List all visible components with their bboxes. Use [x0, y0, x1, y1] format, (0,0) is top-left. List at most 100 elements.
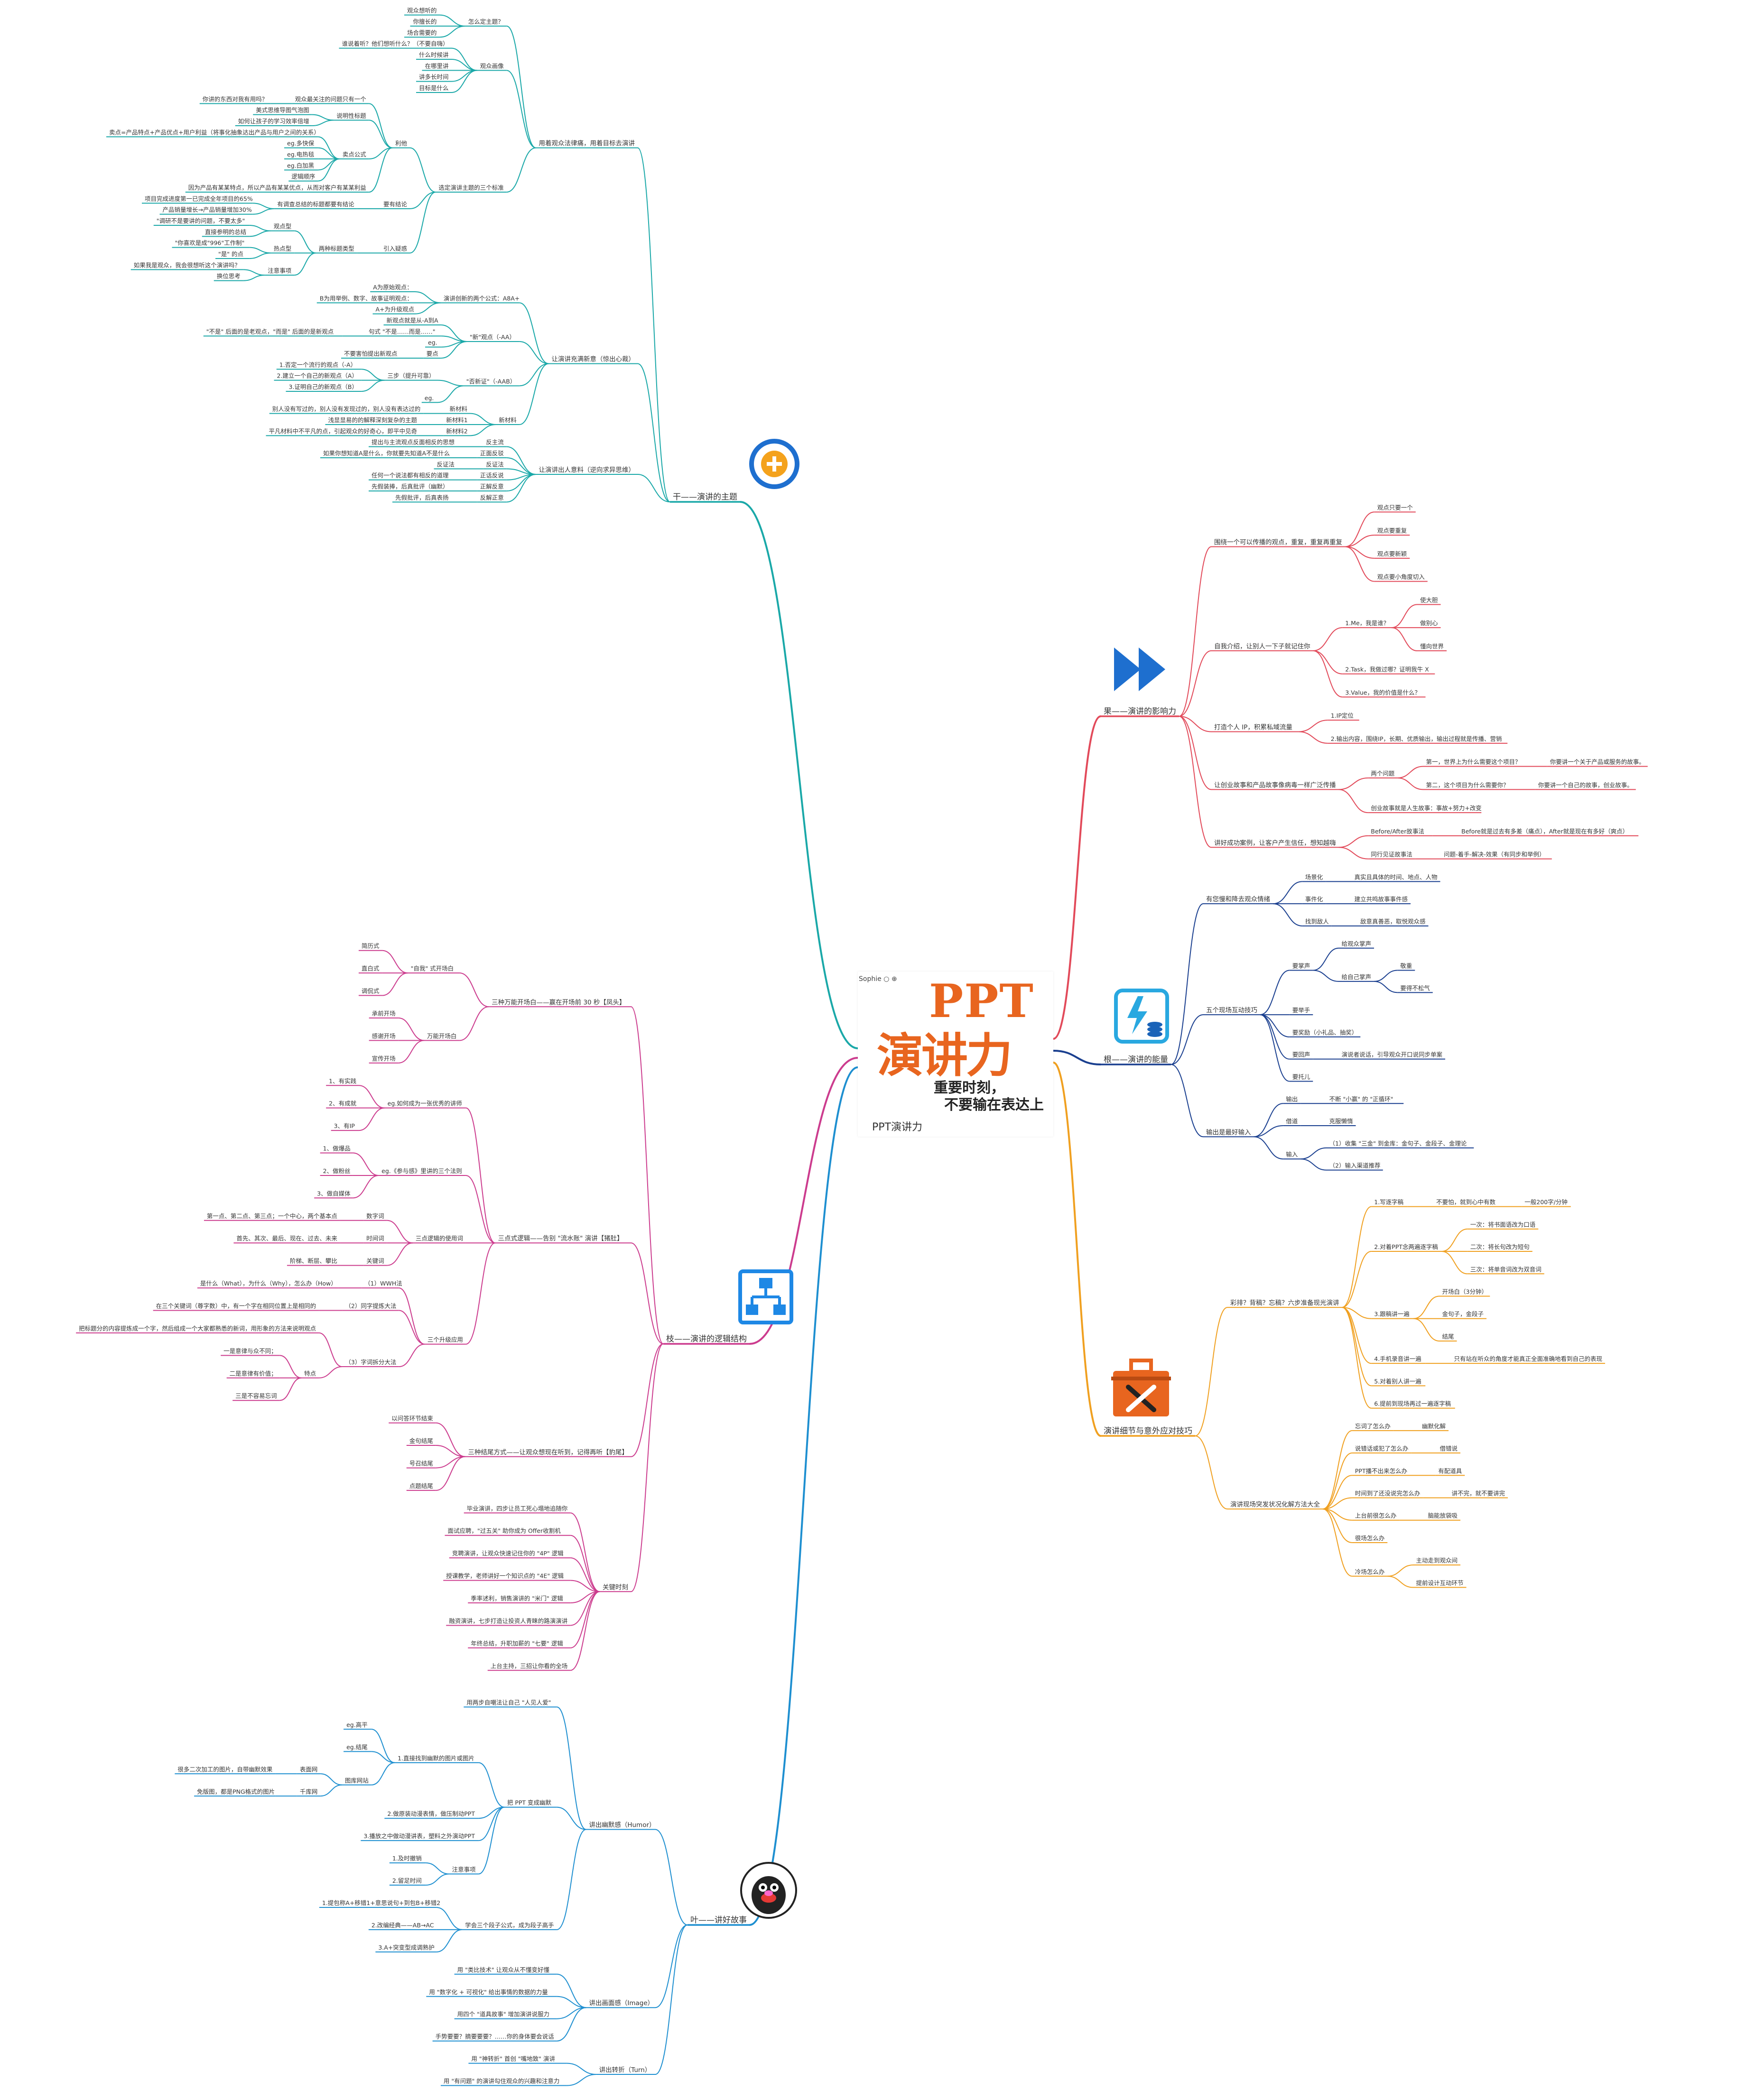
leaf-node[interactable]: 目标是什么 — [419, 84, 449, 92]
subtopic-node[interactable]: 有调查总结的标题都要有结论 — [277, 201, 354, 208]
leaf-node[interactable]: 在哪里讲 — [425, 62, 449, 69]
subtopic-node[interactable]: 自我介绍，让别人一下子就记住你 — [1214, 643, 1310, 650]
leaf-node[interactable]: 新观点就是从-A到A — [387, 317, 439, 324]
subtopic-node[interactable]: 事件化 — [1305, 896, 1323, 903]
subtopic-node[interactable]: 正解反意 — [480, 483, 504, 490]
leaf-node[interactable]: 观点只要一个 — [1377, 504, 1413, 511]
subtopic-node[interactable]: 不要怕，就到心中有数 — [1436, 1199, 1496, 1206]
leaf-node[interactable]: 观众想听的 — [407, 7, 437, 14]
subtopic-node[interactable]: "自我" 式开场白 — [411, 965, 454, 972]
leaf-node[interactable]: "调研不是要讲的问题，不要太多" — [157, 217, 245, 224]
subtopic-node[interactable]: 三种结尾方式——让观众想现在听到，记得再听【豹尾】 — [468, 1448, 629, 1456]
subtopic-node[interactable]: 数字词 — [366, 1212, 384, 1220]
subtopic-node[interactable]: 卖点公式 — [343, 151, 367, 158]
leaf-node[interactable]: 季率述利，销售演讲的 "米门" 逻辑 — [471, 1595, 563, 1602]
leaf-node[interactable]: 阶梯、断层、攀比 — [290, 1258, 337, 1265]
leaf-node[interactable]: 如果我是观众，我会很想听这个演讲吗？ — [134, 261, 241, 268]
leaf-node[interactable]: 只有站在听众的角度才能真正全面准确地看到自己的表现 — [1454, 1355, 1603, 1362]
leaf-node[interactable]: 有配道具 — [1438, 1467, 1462, 1474]
leaf-node[interactable]: 幽默化解 — [1422, 1423, 1446, 1430]
branch-topic[interactable]: 干——演讲的主题 — [673, 492, 737, 502]
subtopic-node[interactable]: 观众最关注的问题只有一个 — [295, 95, 367, 102]
leaf-node[interactable]: 用 "有问题" 的演讲勾住观众的兴趣和注意力 — [444, 2078, 559, 2085]
leaf-node[interactable]: "是" 的点 — [218, 250, 243, 258]
leaf-node[interactable]: eg. — [428, 339, 437, 346]
subtopic-node[interactable]: 新材料 — [450, 406, 468, 413]
leaf-node[interactable]: 因为产品有某某特点，所以产品有某某优点，从而对客户有某某利益 — [188, 184, 366, 191]
subtopic-node[interactable]: 讲出转折（Turn） — [599, 2066, 651, 2074]
leaf-node[interactable]: 1.IP定位 — [1331, 712, 1354, 719]
leaf-node[interactable]: 3、有IP — [334, 1122, 355, 1129]
leaf-node[interactable]: 二是意律有价值； — [230, 1370, 277, 1377]
leaf-node[interactable]: 1.及时撤销 — [392, 1855, 422, 1862]
leaf-node[interactable]: 首先、其次、最后、现在、过去、未来 — [236, 1235, 337, 1242]
leaf-node[interactable]: 反证法 — [437, 461, 455, 468]
subtopic-node[interactable]: 千库网 — [300, 1788, 318, 1795]
leaf-node[interactable]: 什么时候讲 — [419, 51, 449, 58]
subtopic-node[interactable]: 利他 — [395, 140, 408, 147]
leaf-node[interactable]: 场合需要的 — [407, 29, 437, 36]
subtopic-node[interactable]: 讲出画面感（Image） — [589, 1999, 654, 2007]
leaf-node[interactable]: 调侃式 — [362, 988, 380, 995]
leaf-node[interactable]: 先假装捧，后真批评（幽默） — [372, 483, 449, 490]
subtopic-node[interactable]: 让演讲出人意料（逆向求异思维） — [539, 466, 635, 474]
subtopic-node[interactable]: 让创业故事和产品故事像病毒一样广泛传播 — [1214, 781, 1336, 789]
leaf-node[interactable]: 要得不松气 — [1400, 984, 1430, 991]
leaf-node[interactable]: A为原始观点： — [373, 284, 413, 291]
leaf-node[interactable]: 2.留足时间 — [392, 1877, 422, 1884]
leaf-node[interactable]: 给观众掌声 — [1342, 940, 1372, 947]
subtopic-node[interactable]: 怎么定主题？ — [468, 18, 504, 25]
leaf-node[interactable]: 一般200字/分钟 — [1524, 1199, 1568, 1206]
leaf-node[interactable]: 授课教学，老师讲好一个知识点的 "4E" 逻辑 — [446, 1573, 564, 1580]
leaf-node[interactable]: 要托儿 — [1292, 1073, 1310, 1080]
subtopic-node[interactable]: 说明性标题 — [336, 112, 366, 119]
branch-topic[interactable]: 演讲细节与意外应对技巧 — [1104, 1426, 1192, 1436]
leaf-node[interactable]: 你要讲一个自己的故事，创业故事。 — [1538, 781, 1633, 788]
leaf-node[interactable]: 直白式 — [362, 965, 380, 972]
subtopic-node[interactable]: 关键时刻 — [603, 1583, 628, 1591]
subtopic-node[interactable]: 表面网 — [300, 1766, 318, 1773]
subtopic-node[interactable]: 观点型 — [274, 223, 292, 230]
leaf-node[interactable]: 宣传开场 — [372, 1055, 396, 1062]
leaf-node[interactable]: 融资演讲，七步打造让投资人青睐的路演演讲 — [449, 1617, 567, 1624]
subtopic-node[interactable]: 学会三个段子公式，成为段子高手 — [465, 1922, 554, 1929]
subtopic-node[interactable]: 4.手机录音讲一遍 — [1374, 1355, 1421, 1362]
subtopic-node[interactable]: 借道 — [1286, 1118, 1298, 1125]
subtopic-node[interactable]: 让演讲充满新意（惊出心裁） — [552, 355, 635, 363]
leaf-node[interactable]: 提出与主流观点反面相反的思想 — [372, 439, 455, 446]
leaf-node[interactable]: 承前开场 — [372, 1010, 396, 1017]
subtopic-node[interactable]: 三点式逻辑——告别 "流水账" 演讲【猪肚】 — [498, 1235, 623, 1242]
leaf-node[interactable]: "你喜欢是成"996"工作制" — [175, 240, 245, 247]
subtopic-node[interactable]: 新材料1 — [446, 416, 467, 424]
leaf-node[interactable]: 三次：将单音词改为双音词 — [1470, 1266, 1542, 1273]
subtopic-node[interactable]: 讲出幽默感（Humor） — [589, 1821, 655, 1829]
leaf-node[interactable]: 3、做自媒体 — [317, 1190, 351, 1197]
leaf-node[interactable]: 3.Value，我的价值是什么？ — [1345, 689, 1421, 696]
leaf-node[interactable]: eg.电热毯 — [287, 151, 315, 158]
leaf-node[interactable]: 直接参明的总结 — [205, 228, 247, 235]
leaf-node[interactable]: 产品销量增长→产品销量增加30% — [163, 206, 252, 213]
subtopic-node[interactable]: 图库网站 — [345, 1777, 369, 1784]
leaf-node[interactable]: 使大胆 — [1420, 596, 1438, 603]
subtopic-node[interactable]: 用着观众法律痛，用着目标去演讲 — [539, 139, 635, 148]
leaf-node[interactable]: 建立共鸣故事事件感 — [1355, 896, 1408, 903]
subtopic-node[interactable]: 选定演讲主题的三个标准 — [438, 184, 504, 191]
leaf-node[interactable]: 竞聘演讲，让观众快速记住你的 "4P" 逻辑 — [452, 1550, 564, 1557]
leaf-node[interactable]: 真实且具体的时间、地点、人物 — [1355, 873, 1438, 880]
subtopic-node[interactable]: 正面反驳 — [480, 450, 504, 457]
subtopic-node[interactable]: 要回声 — [1292, 1051, 1310, 1058]
leaf-node[interactable]: 讲多长时间 — [419, 74, 449, 81]
subtopic-node[interactable]: 两个问题 — [1371, 770, 1395, 777]
leaf-node[interactable]: 谁说着听？他们想听什么？（不要自嗨） — [342, 40, 449, 47]
leaf-node[interactable]: 金句子，金段子 — [1442, 1311, 1484, 1318]
leaf-node[interactable]: 观点要重复 — [1377, 527, 1407, 534]
subtopic-node[interactable]: Before/After故事法 — [1371, 828, 1424, 835]
leaf-node[interactable]: 换位思考 — [217, 273, 241, 280]
leaf-node[interactable]: 毕业演讲，四步让员工死心塌地追随你 — [467, 1505, 568, 1512]
leaf-node[interactable]: 很多二次加工的图片，自带幽默效果 — [177, 1766, 273, 1773]
subtopic-node[interactable]: 有您慢和降去观众情绪 — [1206, 895, 1270, 903]
leaf-node[interactable]: 手势要要？摘要要要？……你的身体要会说话 — [436, 2033, 554, 2040]
leaf-node[interactable]: 点题结尾 — [409, 1482, 433, 1489]
subtopic-node[interactable]: 两种标题类型 — [319, 245, 354, 252]
subtopic-node[interactable]: 时间词 — [366, 1235, 384, 1242]
